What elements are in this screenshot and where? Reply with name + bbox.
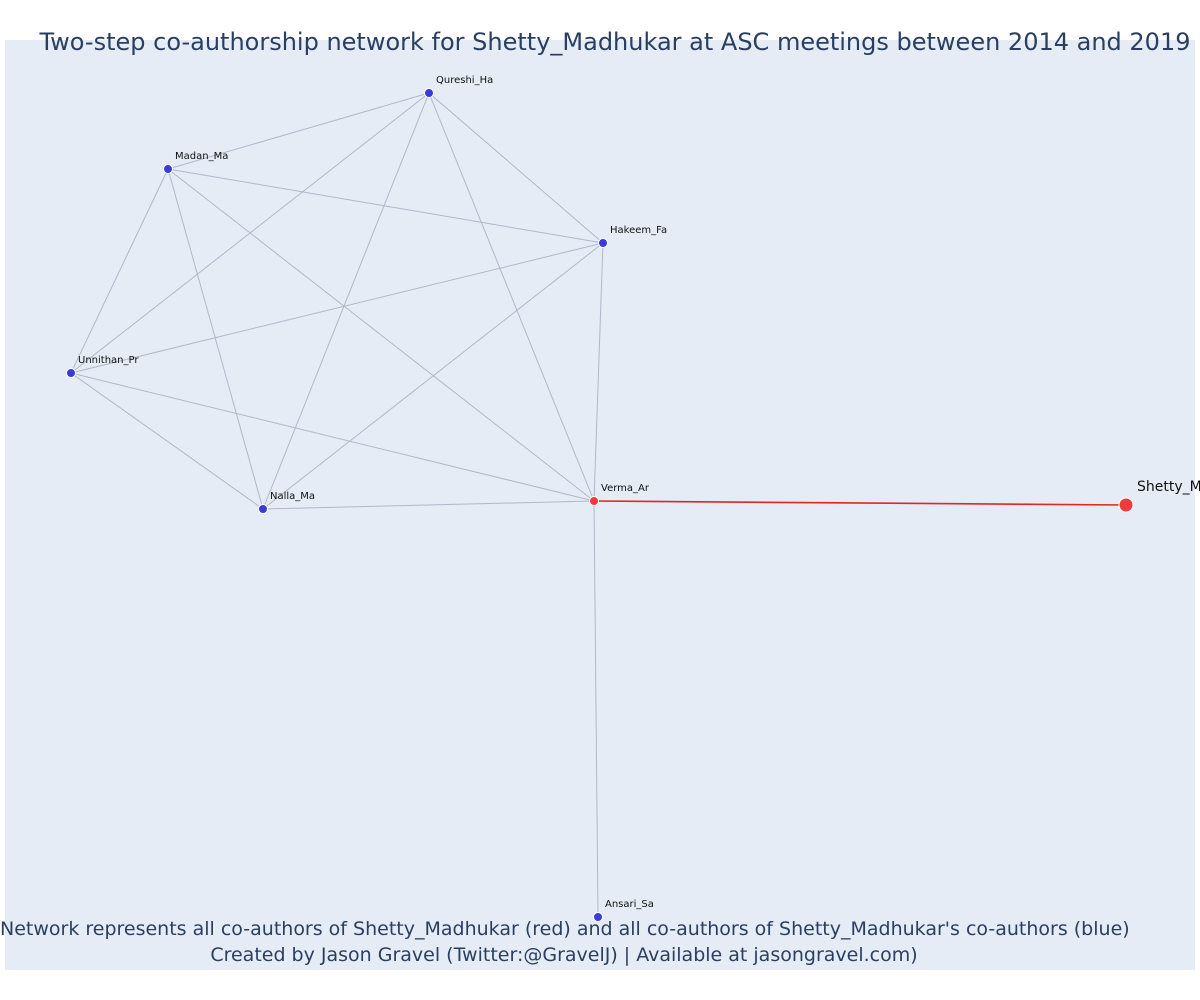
edge-unnithan-pr-verma-ar — [70, 372, 595, 502]
node-label-verma-ar: Verma_Ar — [601, 483, 650, 494]
edge-madan-ma-verma-ar — [167, 168, 595, 502]
edge-qureshi-ha-nalla-ma — [262, 92, 430, 510]
edge-qureshi-ha-hakeem-fa — [428, 92, 604, 244]
edge-madan-ma-unnithan-pr — [70, 168, 169, 374]
edge-qureshi-ha-madan-ma — [167, 92, 430, 170]
node-shetty-madhukar[interactable] — [1118, 497, 1134, 513]
node-nalla-ma[interactable] — [258, 504, 268, 514]
node-unnithan-pr[interactable] — [66, 368, 76, 378]
chart-title: Two-step co-authorship network for Shett… — [39, 28, 1191, 56]
edge-nalla-ma-verma-ar — [262, 500, 595, 510]
edge-qureshi-ha-verma-ar — [428, 92, 595, 502]
node-label-ansari-sa: Ansari_Sa — [605, 899, 654, 910]
node-label-qureshi-ha: Qureshi_Ha — [436, 75, 493, 86]
plot-area — [5, 40, 1195, 970]
node-qureshi-ha[interactable] — [424, 88, 434, 98]
edge-hakeem-fa-nalla-ma — [262, 242, 604, 510]
edge-verma-ar-ansari-sa — [593, 500, 599, 918]
labels-layer: Qureshi_HaMadan_MaHakeem_FaUnnithan_PrNa… — [78, 75, 1200, 910]
caption-description: Network represents all co-authors of She… — [0, 918, 1130, 940]
caption-credit: Created by Jason Gravel (Twitter:@Gravel… — [210, 944, 918, 966]
node-label-madan-ma: Madan_Ma — [175, 151, 228, 162]
edge-verma-ar-shetty-madhukar — [593, 500, 1127, 506]
edge-unnithan-pr-nalla-ma — [70, 372, 264, 510]
node-label-hakeem-fa: Hakeem_Fa — [610, 225, 667, 236]
node-madan-ma[interactable] — [163, 164, 173, 174]
node-ansari-sa[interactable] — [593, 912, 603, 922]
edge-hakeem-fa-unnithan-pr — [70, 242, 604, 374]
edge-madan-ma-nalla-ma — [167, 168, 264, 510]
edges-layer — [70, 92, 1127, 918]
node-verma-ar[interactable] — [589, 496, 599, 506]
edge-hakeem-fa-verma-ar — [593, 242, 604, 502]
node-label-nalla-ma: Nalla_Ma — [270, 491, 315, 502]
node-hakeem-fa[interactable] — [598, 238, 608, 248]
edge-madan-ma-hakeem-fa — [167, 168, 604, 244]
nodes-layer — [66, 88, 1134, 922]
node-label-shetty-madhukar: Shetty_M — [1137, 479, 1200, 495]
node-label-unnithan-pr: Unnithan_Pr — [78, 355, 139, 366]
